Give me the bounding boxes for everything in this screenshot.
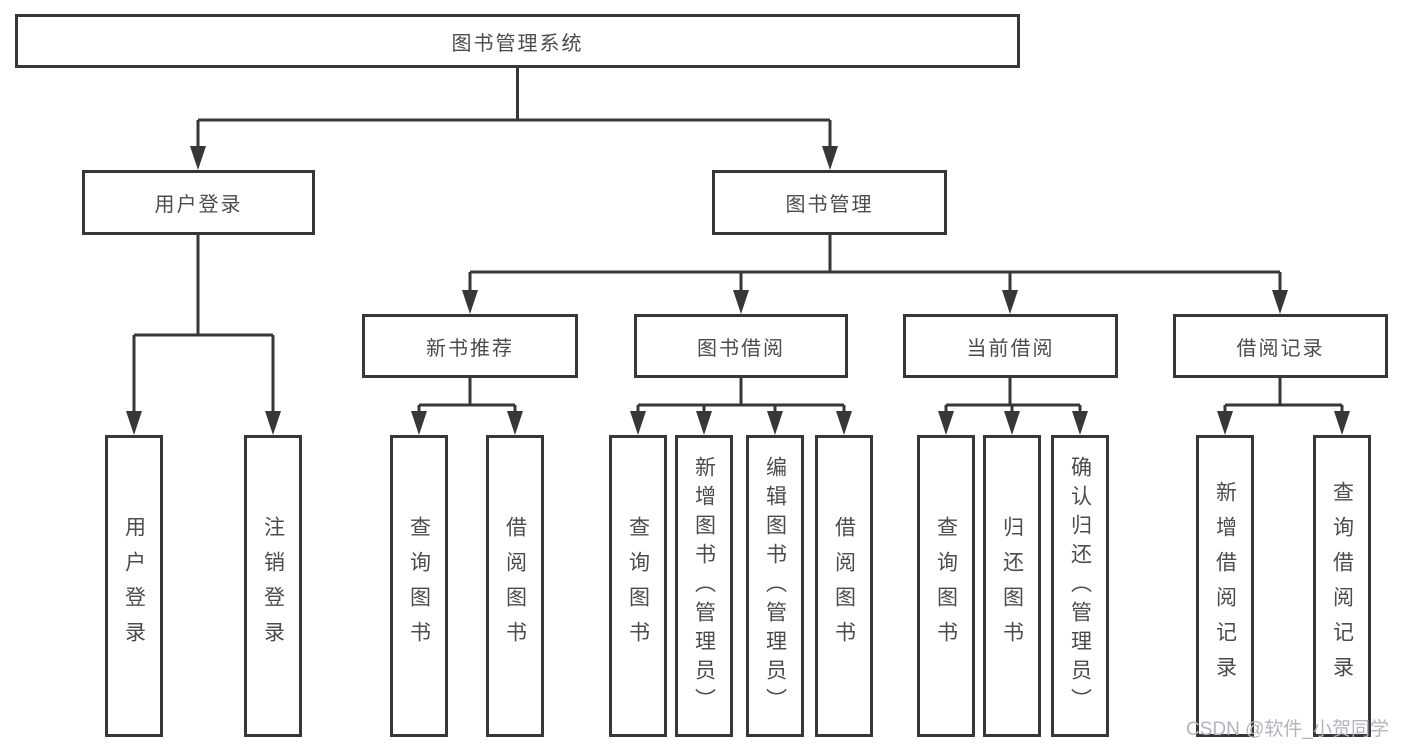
node-leaf-return-books: 归还图书 xyxy=(983,435,1041,737)
node-leaf-query-books-1-label: 查询图书 xyxy=(407,516,431,656)
node-leaf-query-books-2: 查询图书 xyxy=(609,435,667,737)
node-leaf-user-login-label: 用户登录 xyxy=(122,516,146,656)
node-leaf-borrow-books-2: 借阅图书 xyxy=(815,435,873,737)
node-leaf-query-books-3-label: 查询图书 xyxy=(934,516,958,656)
node-book-borrow: 图书借阅 xyxy=(634,314,848,378)
node-leaf-logout: 注销登录 xyxy=(244,435,302,737)
node-leaf-edit-books-admin: 编辑图书（管理员） xyxy=(746,435,804,737)
node-leaf-query-books-3: 查询图书 xyxy=(917,435,975,737)
node-leaf-add-borrow-record-label: 新增借阅记录 xyxy=(1213,481,1237,691)
node-book-management-label: 图书管理 xyxy=(785,194,874,216)
node-new-book-recommend: 新书推荐 xyxy=(362,314,578,378)
node-user-login: 用户登录 xyxy=(82,170,315,235)
node-leaf-confirm-return-admin: 确认归还（管理员） xyxy=(1051,435,1109,737)
node-user-login-label: 用户登录 xyxy=(154,194,243,216)
node-borrow-record: 借阅记录 xyxy=(1173,314,1388,378)
node-leaf-add-books-admin: 新增图书（管理员） xyxy=(675,435,733,737)
watermark-text: CSDN @软件_小贺同学 xyxy=(1186,719,1389,740)
arrowheads xyxy=(126,146,1350,435)
connector-strokes xyxy=(132,68,1344,413)
node-leaf-user-login: 用户登录 xyxy=(105,435,163,737)
node-book-borrow-label: 图书借阅 xyxy=(697,337,785,360)
node-leaf-borrow-books-1: 借阅图书 xyxy=(486,435,544,737)
node-root-label: 图书管理系统 xyxy=(451,32,584,55)
node-current-borrow-label: 当前借阅 xyxy=(966,337,1055,360)
node-leaf-return-books-label: 归还图书 xyxy=(1000,516,1024,656)
node-leaf-edit-books-admin-label: 编辑图书（管理员） xyxy=(763,455,787,717)
node-leaf-query-books-2-label: 查询图书 xyxy=(626,516,650,656)
node-borrow-record-label: 借阅记录 xyxy=(1236,337,1325,360)
node-leaf-confirm-return-admin-label: 确认归还（管理员） xyxy=(1068,455,1092,717)
node-leaf-query-borrow-record-label: 查询借阅记录 xyxy=(1330,481,1354,691)
node-leaf-add-borrow-record: 新增借阅记录 xyxy=(1196,435,1254,737)
node-leaf-add-books-admin-label: 新增图书（管理员） xyxy=(692,455,716,717)
node-leaf-query-books-1: 查询图书 xyxy=(390,435,448,737)
node-new-book-recommend-label: 新书推荐 xyxy=(426,337,514,360)
node-current-borrow: 当前借阅 xyxy=(903,314,1118,378)
node-leaf-query-borrow-record: 查询借阅记录 xyxy=(1313,435,1371,737)
node-leaf-borrow-books-2-label: 借阅图书 xyxy=(832,516,856,656)
node-leaf-borrow-books-1-label: 借阅图书 xyxy=(503,516,527,656)
node-book-management: 图书管理 xyxy=(712,170,947,235)
node-leaf-logout-label: 注销登录 xyxy=(261,516,285,656)
node-root: 图书管理系统 xyxy=(15,14,1020,68)
